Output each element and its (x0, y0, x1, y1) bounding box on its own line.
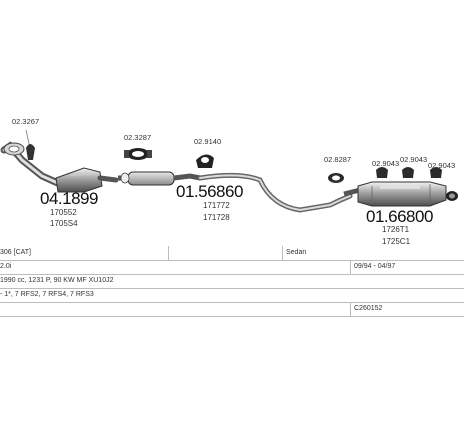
part-number: 01.56860 (176, 182, 243, 201)
middle-silencer (118, 171, 201, 186)
part-sub: 171728 (203, 213, 230, 222)
info-row: 2.0i 09/94 - 04/97 (0, 260, 464, 275)
part-sub: 1705S4 (50, 219, 78, 228)
part-ref: 02.3267 (12, 117, 40, 126)
model-cell: 306 [CAT] (0, 249, 31, 256)
code-cell: C260152 (354, 305, 383, 312)
part-sub: 1726T1 (382, 225, 410, 234)
part-ref: 02.9140 (194, 137, 222, 146)
rubber-mount-icon-4 (376, 167, 442, 178)
part-ref: 02.9043 (400, 155, 428, 164)
rubber-mount-icon (124, 148, 152, 160)
part-ref: 02.8287 (324, 155, 352, 164)
info-row: C260152 (0, 302, 464, 317)
codes-cell: - 1*, 7 RFS2, 7 RFS4, 7 RFS3 (0, 291, 94, 298)
clamp-icon (25, 129, 35, 160)
part-ref: 02.9043 (428, 161, 456, 170)
engine-cell: 2.0i (0, 263, 12, 270)
intermediate-pipe (197, 172, 353, 213)
rubber-mount-icon-2 (196, 154, 214, 168)
part-ref: 02.3287 (124, 133, 152, 142)
exhaust-diagram: 02.3267 04.1899 170552 1705S4 02.3287 02… (0, 117, 458, 268)
info-row: 1990 cc, 1231 P, 90 KW MF XU10J2 (0, 274, 464, 289)
info-row: 306 [CAT] Sedan (0, 246, 464, 261)
years-cell: 09/94 - 04/97 (354, 263, 396, 270)
part-sub: 171772 (203, 201, 230, 210)
specs-cell: 1990 cc, 1231 P, 90 KW MF XU10J2 (0, 277, 114, 284)
part-number: 01.66800 (366, 207, 433, 226)
part-sub: 170552 (50, 208, 77, 217)
info-row: - 1*, 7 RFS2, 7 RFS4, 7 RFS3 (0, 288, 464, 303)
part-sub: 1725C1 (382, 237, 411, 246)
rear-silencer (343, 181, 458, 207)
front-pipe-catalyst (0, 141, 119, 193)
vehicle-info-table: 306 [CAT] Sedan 2.0i 09/94 - 04/97 1990 … (0, 246, 464, 326)
rubber-mount-icon-3 (328, 173, 344, 183)
body-cell: Sedan (286, 249, 307, 256)
part-number: 04.1899 (40, 189, 98, 208)
part-ref: 02.9043 (372, 159, 400, 168)
exhaust-svg (0, 129, 458, 268)
